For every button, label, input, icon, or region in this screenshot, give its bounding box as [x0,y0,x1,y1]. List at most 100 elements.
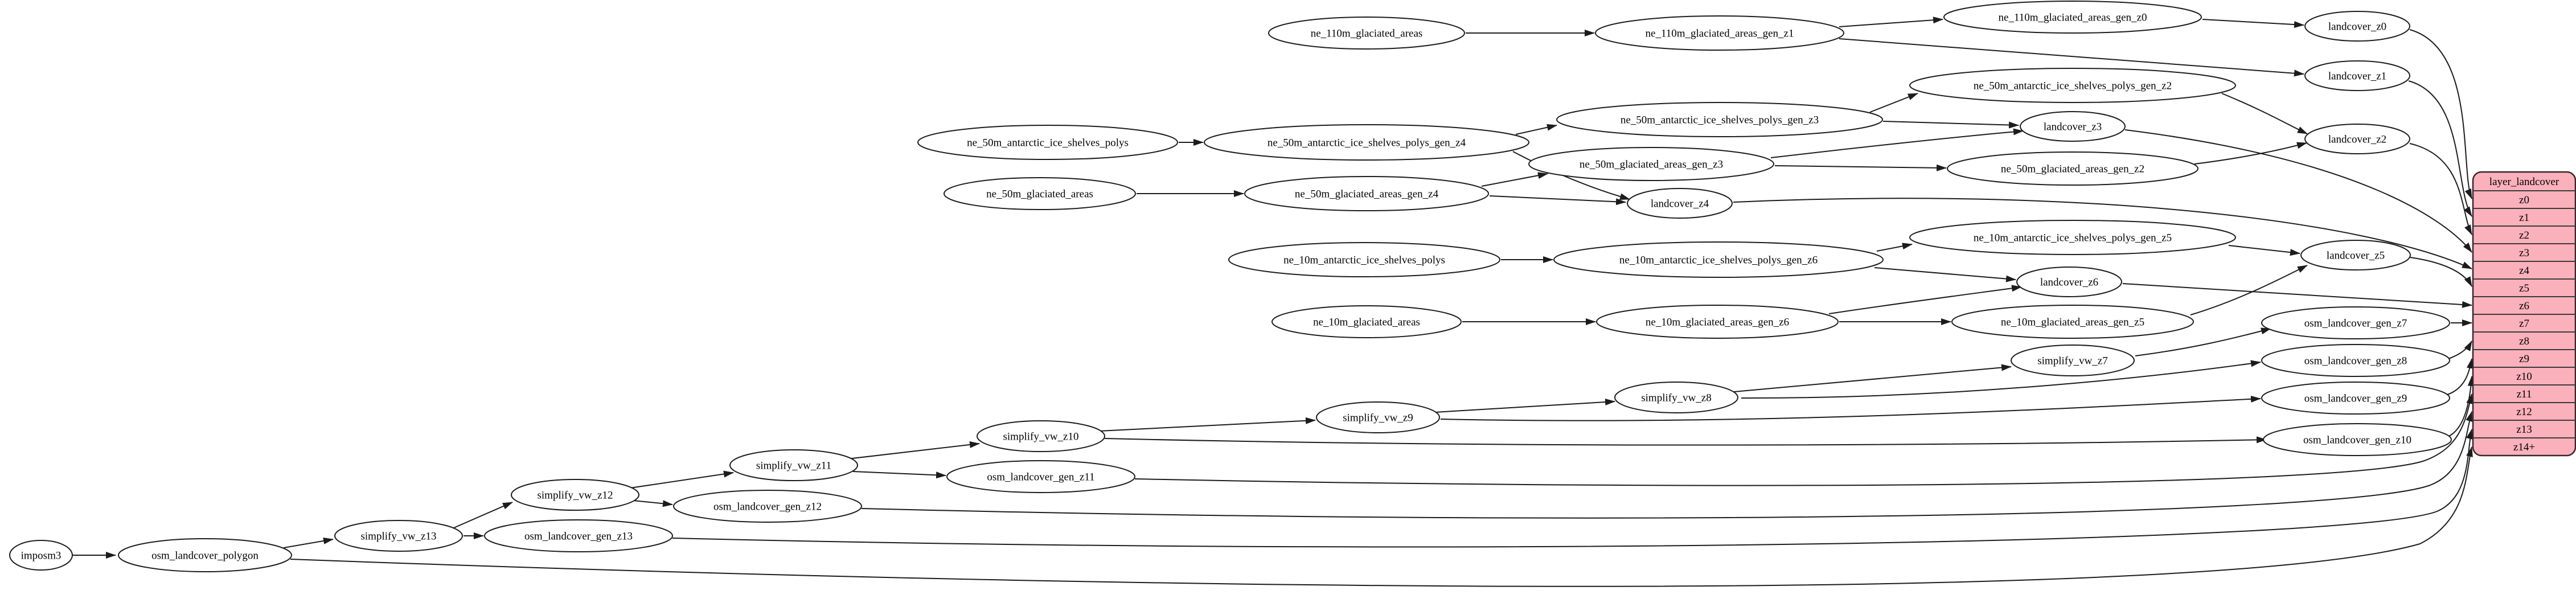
node-label-simplify_vw_z13: simplify_vw_z13 [361,530,437,542]
table-row-z1: z1 [2519,212,2529,224]
node-osm_landcover_gen_z9: osm_landcover_gen_z9 [2261,382,2450,415]
node-label-ne_10m_antarctic_ice_shelves_polys: ne_10m_antarctic_ice_shelves_polys [1283,254,1445,266]
edge-simplify_vw_z8-to-osm_landcover_gen_z8 [1741,360,2261,399]
edge-ne_50m_glaciated_areas_gen_z3-to-ne_50m_glaciated_areas_gen_z2 [1774,164,1947,171]
node-label-osm_landcover_gen_z13: osm_landcover_gen_z13 [524,530,633,542]
node-landcover_z6: landcover_z6 [2016,266,2122,297]
node-ne_10m_glaciated_areas_gen_z5: ne_10m_glaciated_areas_gen_z5 [1951,305,2194,339]
edge-ne_50m_glaciated_areas_gen_z4-to-landcover_z4 [1489,195,1626,206]
table-row-z6: z6 [2519,300,2529,312]
node-ne_50m_glaciated_areas_gen_z2: ne_50m_glaciated_areas_gen_z2 [1947,151,2198,186]
node-ellipse-landcover_z5 [2300,240,2411,270]
node-simplify_vw_z11: simplify_vw_z11 [729,449,858,481]
node-label-osm_landcover_gen_z10: osm_landcover_gen_z10 [2303,434,2411,446]
node-label-osm_landcover_gen_z8: osm_landcover_gen_z8 [2304,355,2407,367]
node-ellipse-simplify_vw_z13 [334,520,463,552]
edge-osm_landcover_polygon-to-simplify_vw_z13 [283,537,334,548]
node-ellipse-ne_50m_glaciated_areas_gen_z3 [1528,147,1774,181]
edge-simplify_vw_z11-to-simplify_vw_z10 [847,441,980,460]
node-ellipse-ne_110m_glaciated_areas [1268,17,1465,50]
node-ne_50m_glaciated_areas_gen_z3: ne_50m_glaciated_areas_gen_z3 [1528,147,1774,181]
node-ellipse-simplify_vw_z12 [511,479,639,511]
node-ne_50m_glaciated_areas_gen_z4: ne_50m_glaciated_areas_gen_z4 [1244,176,1489,211]
node-label-ne_10m_antarctic_ice_shelves_polys_gen_z6: ne_10m_antarctic_ice_shelves_polys_gen_z… [1619,254,1818,266]
edge-ne_50m_antarctic_ice_shelves_polys_gen_z4-to-ne_50m_antarctic_ice_shelves_polys_gen_z3 [1515,124,1557,135]
edge-landcover_z5-to-layer_landcover_z5 [2410,257,2472,287]
node-label-landcover_z0: landcover_z0 [2328,20,2386,32]
node-ellipse-osm_landcover_polygon [118,538,292,572]
node-ne_50m_antarctic_ice_shelves_polys: ne_50m_antarctic_ice_shelves_polys [917,125,1178,160]
edge-ne_10m_glaciated_areas_gen_z5-to-landcover_z5 [2190,265,2308,315]
node-osm_landcover_gen_z10: osm_landcover_gen_z10 [2263,423,2452,456]
edge-landcover_z2-to-layer_landcover_z2 [2409,143,2472,235]
node-landcover_z0: landcover_z0 [2304,11,2410,42]
node-label-ne_50m_antarctic_ice_shelves_polys_gen_z4: ne_50m_antarctic_ice_shelves_polys_gen_z… [1268,137,1466,149]
edge-simplify_vw_z9-to-simplify_vw_z8 [1434,399,1615,413]
edge-osm_landcover_gen_z9-to-layer_landcover_z9 [2447,358,2474,395]
node-label-imposm3: imposm3 [21,550,61,561]
edge-landcover_z1-to-layer_landcover_z1 [2408,80,2472,217]
node-ellipse-simplify_vw_z10 [977,420,1105,452]
node-label-ne_50m_antarctic_ice_shelves_polys_gen_z2: ne_50m_antarctic_ice_shelves_polys_gen_z… [1974,80,2172,92]
node-ellipse-ne_50m_glaciated_areas_gen_z4 [1244,176,1489,211]
edge-simplify_vw_z11-to-osm_landcover_gen_z11 [852,471,946,479]
node-ne_50m_antarctic_ice_shelves_polys_gen_z3: ne_50m_antarctic_ice_shelves_polys_gen_z… [1556,102,1883,137]
node-label-osm_landcover_gen_z12: osm_landcover_gen_z12 [713,501,822,512]
table-row-z11: z11 [2517,388,2532,400]
edge-simplify_vw_z13-to-simplify_vw_z12 [449,502,513,530]
edge-landcover_z6-to-layer_landcover_z6 [2122,283,2472,308]
node-ellipse-landcover_z3 [2020,111,2126,142]
node-label-simplify_vw_z9: simplify_vw_z9 [1343,412,1413,424]
edge-ne_10m_antarctic_ice_shelves_polys_gen_z5-to-landcover_z5 [2228,245,2300,256]
node-ne_50m_glaciated_areas: ne_50m_glaciated_areas [944,177,1136,210]
node-label-ne_110m_glaciated_areas_gen_z0: ne_110m_glaciated_areas_gen_z0 [1999,11,2147,23]
node-label-landcover_z3: landcover_z3 [2044,121,2102,133]
edge-osm_landcover_gen_z13-to-layer_landcover_z13 [672,429,2473,548]
node-ellipse-ne_50m_glaciated_areas_gen_z2 [1947,151,2198,186]
table-row-z3: z3 [2519,247,2529,259]
node-label-ne_110m_glaciated_areas_gen_z1: ne_110m_glaciated_areas_gen_z1 [1646,27,1794,39]
edge-osm_landcover_gen_z8-to-layer_landcover_z8 [2448,341,2472,359]
node-simplify_vw_z8: simplify_vw_z8 [1614,382,1738,413]
node-ellipse-osm_landcover_gen_z13 [484,519,673,552]
node-label-landcover_z6: landcover_z6 [2040,276,2098,288]
node-label-ne_10m_glaciated_areas_gen_z6: ne_10m_glaciated_areas_gen_z6 [1646,316,1789,328]
node-simplify_vw_z13: simplify_vw_z13 [334,520,463,552]
edge-ne_10m_antarctic_ice_shelves_polys_gen_z6-to-landcover_z6 [1874,267,2016,282]
node-label-ne_10m_glaciated_areas_gen_z5: ne_10m_glaciated_areas_gen_z5 [2001,316,2144,328]
node-ne_10m_glaciated_areas_gen_z6: ne_10m_glaciated_areas_gen_z6 [1596,305,1839,339]
table-row-z0: z0 [2519,194,2529,206]
edge-ne_50m_antarctic_ice_shelves_polys_gen_z3-to-landcover_z3 [1882,121,2019,129]
node-label-landcover_z2: landcover_z2 [2328,133,2386,145]
node-label-ne_50m_glaciated_areas_gen_z2: ne_50m_glaciated_areas_gen_z2 [2001,163,2144,175]
table-row-z7: z7 [2519,318,2529,330]
edge-simplify_vw_z10-to-simplify_vw_z9 [1098,417,1316,432]
node-osm_landcover_polygon: osm_landcover_polygon [118,538,292,572]
edge-simplify_vw_z12-to-osm_landcover_gen_z12 [633,500,673,507]
node-ellipse-ne_50m_antarctic_ice_shelves_polys_gen_z4 [1204,124,1529,161]
node-landcover_z2: landcover_z2 [2304,124,2410,154]
node-ne_10m_antarctic_ice_shelves_polys_gen_z5: ne_10m_antarctic_ice_shelves_polys_gen_z… [1909,220,2236,255]
node-label-simplify_vw_z12: simplify_vw_z12 [538,489,613,501]
edge-ne_50m_antarctic_ice_shelves_polys_gen_z2-to-landcover_z2 [2221,93,2308,134]
table-title: layer_landcover [2489,176,2559,188]
node-simplify_vw_z12: simplify_vw_z12 [511,479,639,511]
edge-osm_landcover_gen_z12-to-layer_landcover_z12 [861,411,2472,519]
table-row-z14+: z14+ [2513,441,2535,453]
edge-landcover_z4-to-layer_landcover_z4 [1733,198,2472,269]
node-ellipse-simplify_vw_z8 [1614,382,1738,413]
node-ne_10m_antarctic_ice_shelves_polys: ne_10m_antarctic_ice_shelves_polys [1228,242,1500,277]
node-ellipse-landcover_z0 [2304,11,2410,42]
node-label-ne_50m_glaciated_areas_gen_z3: ne_50m_glaciated_areas_gen_z3 [1580,158,1723,170]
edge-simplify_vw_z9-to-osm_landcover_gen_z9 [1440,395,2261,421]
node-landcover_z3: landcover_z3 [2020,111,2126,142]
node-label-osm_landcover_polygon: osm_landcover_polygon [151,550,259,561]
table-row-z13: z13 [2516,424,2532,436]
node-osm_landcover_gen_z7: osm_landcover_gen_z7 [2261,306,2450,339]
node-osm_landcover_gen_z11: osm_landcover_gen_z11 [946,460,1135,493]
node-ellipse-simplify_vw_z7 [2011,345,2135,376]
edge-ne_110m_glaciated_areas_gen_z0-to-landcover_z0 [2202,19,2304,28]
table-row-z5: z5 [2519,282,2529,294]
